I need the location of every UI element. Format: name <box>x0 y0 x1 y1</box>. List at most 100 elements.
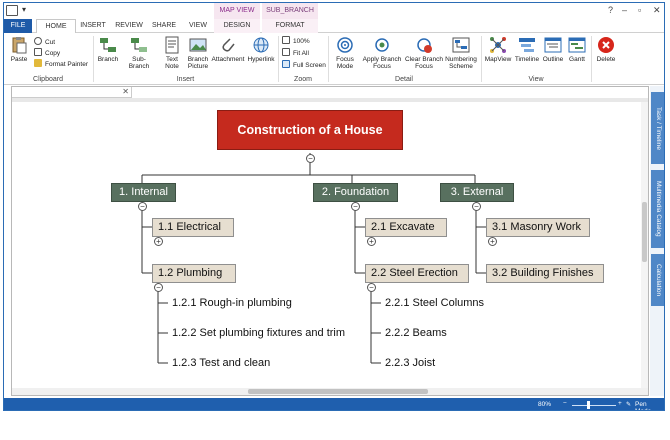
expand-excavate-icon[interactable]: + <box>367 237 376 246</box>
apply-branch-focus-button[interactable]: Apply Branch Focus <box>362 36 402 70</box>
status-bar: 80% − + ✎ Pen Mode <box>4 398 664 410</box>
minimize-icon[interactable]: – <box>622 5 628 15</box>
help-icon[interactable]: ? <box>608 5 614 15</box>
sub-branch-icon <box>131 38 147 52</box>
sub-branch-button[interactable]: Sub-Branch <box>122 36 156 70</box>
app-menu-icon[interactable] <box>6 5 18 16</box>
collapse-internal-icon[interactable]: − <box>138 202 147 211</box>
side-tab-calculation[interactable]: Calculation <box>651 254 664 306</box>
ribbon-tabs: FILE HOME INSERT REVIEW SHARE VIEW DESIG… <box>4 19 664 34</box>
zoom-slider[interactable] <box>572 405 616 406</box>
copy-button[interactable]: Copy <box>34 48 60 58</box>
mapview-button[interactable]: MapView <box>484 36 512 63</box>
tab-review[interactable]: REVIEW <box>115 22 143 29</box>
close-icon[interactable]: ✕ <box>653 5 661 15</box>
horizontal-scroll-thumb[interactable] <box>248 389 428 394</box>
topic-building-finishes[interactable]: 3.2 Building Finishes <box>486 264 604 283</box>
collapse-foundation-icon[interactable]: − <box>351 202 360 211</box>
timeline-button[interactable]: Timeline <box>514 36 540 63</box>
target-icon <box>337 37 353 53</box>
subtopic-test-and-clean[interactable]: 1.2.3 Test and clean <box>172 357 271 369</box>
apply-focus-icon <box>375 38 389 52</box>
horizontal-scrollbar[interactable] <box>12 388 648 395</box>
topic-steel-erection[interactable]: 2.2 Steel Erection <box>365 264 469 283</box>
expand-electrical-icon[interactable]: + <box>154 237 163 246</box>
zoom-in-icon[interactable]: + <box>618 400 622 407</box>
gantt-button[interactable]: Gantt <box>566 36 588 63</box>
root-topic[interactable]: Construction of a House <box>217 110 403 150</box>
focus-mode-button[interactable]: Focus Mode <box>331 36 359 70</box>
tab-file[interactable]: FILE <box>4 19 32 33</box>
tab-format[interactable]: FORMAT <box>262 19 318 33</box>
group-view-label: View <box>528 76 544 83</box>
branch-external[interactable]: 3. External <box>440 183 514 202</box>
collapse-steel-erection-icon[interactable]: − <box>367 283 376 292</box>
note-icon <box>165 36 179 54</box>
subtopic-beams[interactable]: 2.2.2 Beams <box>385 327 447 339</box>
tab-design[interactable]: DESIGN <box>214 19 260 33</box>
group-detail-label: Detail <box>395 76 413 83</box>
map-canvas[interactable]: ✕ Construction of a House − 1. Intern <box>11 86 649 396</box>
tab-view[interactable]: VIEW <box>189 22 207 29</box>
full-screen-button[interactable]: Full Screen <box>282 60 326 70</box>
mindmap-icon <box>490 37 506 53</box>
tab-insert[interactable]: INSERT <box>80 22 106 29</box>
title-bar: ▾ MAP VIEW SUB_BRANCH ? – ▫ ✕ <box>4 3 664 19</box>
outline-icon <box>544 37 562 53</box>
subtopic-joist[interactable]: 2.2.3 Joist <box>385 357 436 369</box>
group-insert-label: Insert <box>176 76 195 83</box>
scissors-icon <box>34 37 42 45</box>
subtopic-rough-in-plumbing[interactable]: 1.2.1 Rough-in plumbing <box>172 297 292 309</box>
pen-mode-icon: ✎ <box>626 402 632 408</box>
subtopic-set-plumbing-fixtures[interactable]: 1.2.2 Set plumbing fixtures and trim <box>172 327 346 339</box>
hyperlink-button[interactable]: Hyperlink <box>246 36 276 63</box>
side-tab-task-timeline[interactable]: Task / Timeline <box>651 92 664 164</box>
document-tab[interactable]: ✕ <box>12 87 132 98</box>
branch-icon <box>100 38 116 52</box>
quick-access-dropdown-icon[interactable]: ▾ <box>22 5 27 14</box>
format-painter-button[interactable]: Format Painter <box>34 59 88 69</box>
maximize-icon[interactable]: ▫ <box>638 5 642 15</box>
zoom-out-icon[interactable]: − <box>563 400 567 407</box>
cut-button[interactable]: Cut <box>34 37 55 47</box>
topic-plumbing[interactable]: 1.2 Plumbing <box>152 264 236 283</box>
text-note-button[interactable]: Text Note <box>161 36 183 70</box>
numbering-scheme-button[interactable]: Numbering Scheme <box>444 36 478 70</box>
context-group-map-view: MAP VIEW <box>214 3 260 19</box>
clear-focus-icon <box>417 38 432 53</box>
zoom-slider-thumb[interactable] <box>587 401 590 409</box>
vertical-scrollbar[interactable] <box>641 102 648 388</box>
fit-all-icon <box>282 48 290 56</box>
collapse-root-icon[interactable]: − <box>306 154 315 163</box>
pen-mode-label[interactable]: Pen Mode <box>635 401 651 410</box>
topic-electrical[interactable]: 1.1 Electrical <box>152 218 234 237</box>
timeline-icon <box>519 38 535 52</box>
collapse-external-icon[interactable]: − <box>472 202 481 211</box>
tab-home[interactable]: HOME <box>36 19 76 34</box>
paste-button[interactable]: Paste <box>7 36 31 63</box>
clear-branch-focus-button[interactable]: Clear Branch Focus <box>404 36 444 70</box>
branch-foundation[interactable]: 2. Foundation <box>313 183 398 202</box>
app-window: ▾ MAP VIEW SUB_BRANCH ? – ▫ ✕ FILE HOME … <box>3 2 665 411</box>
fit-all-button[interactable]: Fit All <box>282 48 309 58</box>
numbering-icon <box>452 37 470 53</box>
delete-button[interactable]: Delete <box>594 36 618 63</box>
tab-share[interactable]: SHARE <box>151 22 177 29</box>
paperclip-icon <box>222 38 235 52</box>
topic-masonry-work[interactable]: 3.1 Masonry Work <box>486 218 590 237</box>
side-tab-multimedia-catalog[interactable]: Multimedia Catalog <box>651 170 664 248</box>
collapse-plumbing-icon[interactable]: − <box>154 283 163 292</box>
attachment-button[interactable]: Attachment <box>211 36 245 63</box>
expand-masonry-work-icon[interactable]: + <box>488 237 497 246</box>
group-clipboard-label: Clipboard <box>33 76 63 83</box>
subtopic-steel-columns[interactable]: 2.2.1 Steel Columns <box>385 297 485 309</box>
zoom-100-icon <box>282 36 290 44</box>
zoom-level: 80% <box>538 401 552 408</box>
branch-button[interactable]: Branch <box>96 36 120 63</box>
topic-excavate[interactable]: 2.1 Excavate <box>365 218 447 237</box>
close-document-icon[interactable]: ✕ <box>122 87 129 96</box>
zoom-100-button[interactable]: 100% <box>282 36 310 46</box>
branch-internal[interactable]: 1. Internal <box>111 183 176 202</box>
outline-button[interactable]: Outline <box>541 36 565 63</box>
branch-picture-button[interactable]: Branch Picture <box>185 36 211 70</box>
